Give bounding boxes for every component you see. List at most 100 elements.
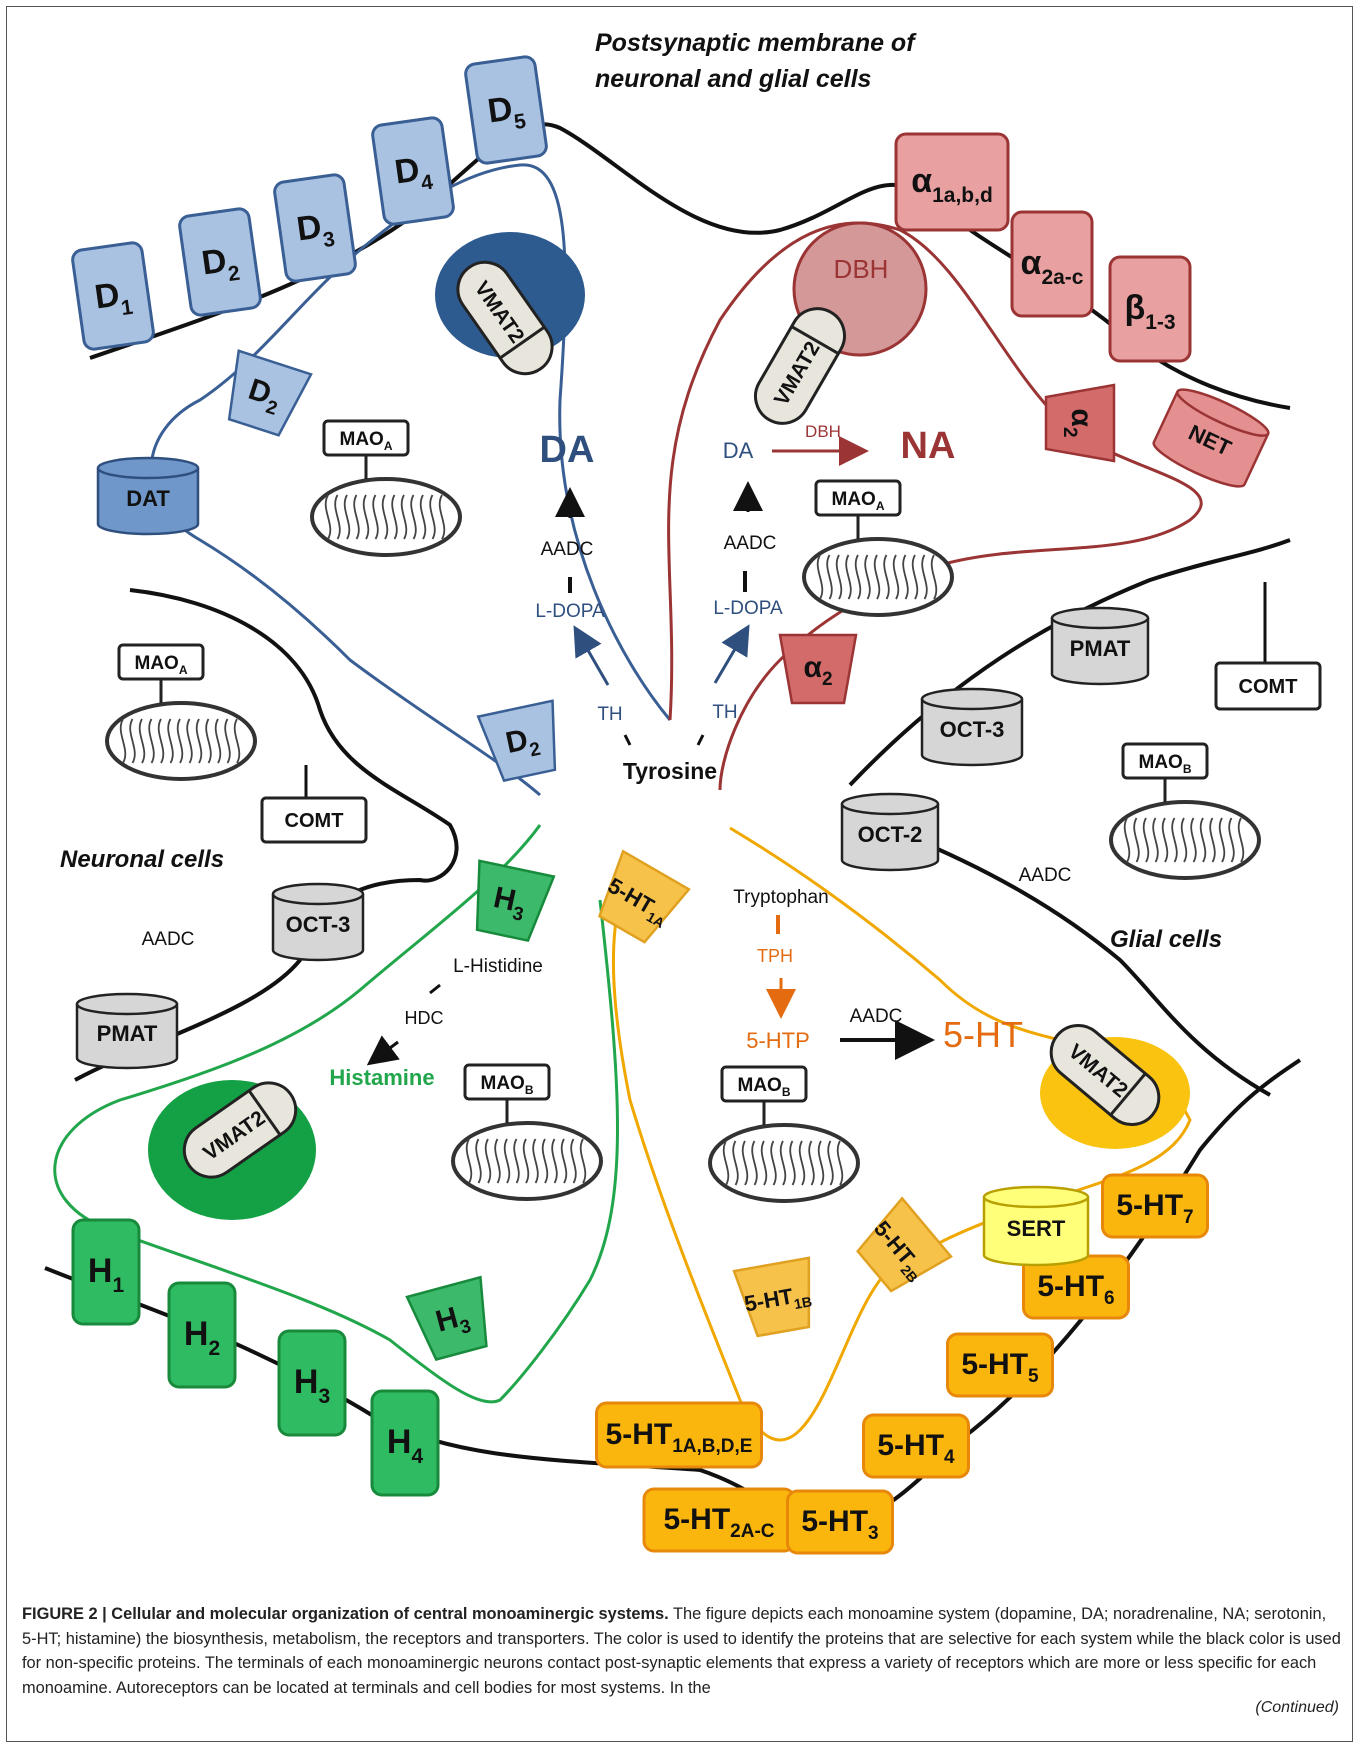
- arrow-th-noradrenaline: [713, 624, 750, 684]
- serotonin-tryptophan: Tryptophan: [733, 887, 828, 908]
- neuronal-aadc: AADC: [142, 929, 195, 950]
- serotonin-mao-b: MAOB: [708, 1065, 860, 1203]
- noradrenaline-receptor-1-label: α1a,b,d: [911, 162, 993, 207]
- serotonin-receptor-3: 5-HT3: [786, 1489, 894, 1555]
- dopamine-receptor-1: D1: [71, 241, 155, 351]
- sert-transporter-label: SERT: [1007, 1216, 1066, 1241]
- dopamine-product-da: DA: [540, 429, 595, 471]
- histamine-receptor-3-label: H3: [294, 1363, 330, 1408]
- dopamine-terminal-outline: [149, 163, 672, 797]
- dopamine-th: TH: [597, 704, 622, 725]
- dopamine-receptor-3: D3: [273, 173, 357, 283]
- dopamine-mao-a-label: MAOA: [340, 429, 393, 453]
- serotonin-receptor-1: 5-HT1A,B,D,E: [595, 1401, 763, 1469]
- noradrenaline-aadc: AADC: [724, 533, 777, 554]
- dopamine-l-dopa: L-DOPA: [535, 601, 605, 622]
- glial-oct2: OCT-2: [840, 792, 940, 872]
- serotonin-autoreceptor-1: 5-HT1A: [597, 849, 691, 944]
- serotonin-receptor-7: 5-HT7: [1101, 1173, 1209, 1239]
- title-line-2: neuronal and glial cells: [595, 65, 872, 93]
- dopamine-autoreceptor-d2-lower: D2: [476, 699, 557, 783]
- noradrenaline-autoreceptor-alpha2-lower-label: α2: [803, 651, 832, 690]
- noradrenaline-autoreceptor-alpha2-upper: α2: [1044, 383, 1116, 463]
- glial-pmat-label: PMAT: [1070, 636, 1131, 661]
- serotonin-receptor-2-label: 5-HT2A-C: [663, 1503, 774, 1542]
- serotonin-receptor-1-label: 5-HT1A,B,D,E: [606, 1418, 753, 1457]
- histamine-autoreceptor-h3-lower: H3: [405, 1275, 488, 1361]
- histamine-receptor-1-label: H1: [88, 1252, 125, 1297]
- dbh-vesicle-label: DBH: [834, 254, 889, 284]
- noradrenaline-substrate-da: DA: [723, 438, 754, 463]
- histamine-l-histidine: L-Histidine: [453, 956, 543, 977]
- histamine-mao-b: MAOB: [451, 1063, 603, 1201]
- noradrenaline-receptor-3: β1-3: [1108, 255, 1192, 363]
- neuronal-mao-a-label: MAOA: [135, 653, 188, 677]
- tyrosine-label: Tyrosine: [623, 758, 717, 784]
- dopamine-receptor-2: D2: [178, 207, 262, 317]
- caption-label: FIGURE 2 | Cellular and molecular organi…: [22, 1605, 669, 1623]
- serotonin-receptor-6: 5-HT6: [1022, 1254, 1130, 1320]
- noradrenaline-th: TH: [712, 702, 737, 723]
- dopamine-receptor-2-label: D2: [199, 240, 241, 290]
- glial-pmat: PMAT: [1050, 606, 1150, 686]
- serotonin-receptor-2: 5-HT2A-C: [642, 1487, 796, 1553]
- serotonin-mao-b-label: MAOB: [738, 1075, 791, 1099]
- dopamine-receptor-4: D4: [371, 116, 455, 226]
- glial-oct3-label: OCT-3: [940, 717, 1005, 742]
- serotonin-receptor-5-label: 5-HT5: [961, 1348, 1039, 1387]
- neuronal-pmat: PMAT: [75, 992, 179, 1070]
- neuronal-mao-a: MAOA: [105, 643, 257, 781]
- noradrenaline-dbh-enzyme: DBH: [805, 422, 841, 441]
- region-neuronal: Neuronal cells: [60, 846, 224, 873]
- noradrenaline-mao-a-label: MAOA: [832, 489, 885, 513]
- dat-transporter-label: DAT: [126, 486, 170, 511]
- noradrenaline-autoreceptor-alpha2-lower: α2: [778, 633, 858, 705]
- serotonin-receptor-4-label: 5-HT4: [877, 1429, 955, 1468]
- arrow-th-dopamine: [573, 625, 610, 686]
- glial-aadc: AADC: [1019, 865, 1072, 886]
- dopamine-receptor-5: D5: [464, 55, 548, 165]
- dopamine-mao-a: MAOA: [310, 419, 462, 557]
- region-glial: Glial cells: [1110, 926, 1222, 953]
- dopamine-autoreceptor-d2-upper: D2: [227, 349, 313, 437]
- histamine-receptor-1: H1: [71, 1218, 141, 1326]
- serotonin-system: 5-HT1A,B,D,E 5-HT2A-C 5-HT3 5-HT4 5-HT5 5-HT6…: [595, 849, 1209, 1555]
- histamine-receptor-4-label: H4: [387, 1423, 424, 1468]
- caption-text: The figure depicts each monoamine system…: [22, 1605, 1341, 1697]
- caption-continued: (Continued): [1255, 1699, 1339, 1716]
- serotonin-receptor-5: 5-HT5: [946, 1332, 1054, 1398]
- histamine-receptor-4: H4: [370, 1389, 440, 1497]
- noradrenaline-receptor-3-label: β1-3: [1124, 289, 1175, 334]
- arrow-hdc-to-histamine: [366, 1035, 400, 1066]
- glial-comt: COMT: [1214, 661, 1322, 711]
- serotonin-tph: TPH: [757, 946, 793, 966]
- neuronal-comt-label: COMT: [285, 810, 344, 832]
- histamine-receptor-2: H2: [167, 1281, 237, 1389]
- serotonin-autoreceptor-3: 5-HT2B: [856, 1196, 953, 1293]
- neuronal-membrane: [74, 588, 459, 1082]
- neuronal-oct3: OCT-3: [271, 882, 365, 962]
- serotonin-receptor-7-label: 5-HT7: [1116, 1189, 1193, 1228]
- title-line-1: Postsynaptic membrane of: [595, 29, 917, 57]
- dopamine-receptor-3-label: D3: [294, 206, 336, 256]
- dopamine-receptor-1-label: D1: [92, 274, 134, 324]
- serotonin-receptor-3-label: 5-HT3: [801, 1505, 878, 1544]
- histamine-terminal-outline: [53, 824, 619, 1404]
- noradrenaline-receptor-2-label: α2a-c: [1021, 244, 1084, 289]
- dat-transporter: DAT: [96, 456, 200, 536]
- dopamine-aadc: AADC: [541, 539, 594, 560]
- histamine-receptor-2-label: H2: [184, 1315, 220, 1360]
- glial-mao-b-label: MAOB: [1139, 752, 1192, 776]
- sert-transporter: SERT: [982, 1185, 1090, 1267]
- glial-oct2-label: OCT-2: [858, 822, 923, 847]
- noradrenaline-l-dopa: L-DOPA: [713, 598, 783, 619]
- neuronal-oct3-label: OCT-3: [286, 912, 351, 937]
- net-transporter: NET: [1152, 388, 1270, 488]
- noradrenaline-receptor-2: α2a-c: [1010, 210, 1094, 318]
- noradrenaline-autoreceptor-alpha2-upper-label: α2: [1059, 408, 1098, 437]
- noradrenaline-vmat2: VMAT2: [754, 307, 846, 425]
- serotonin-aadc: AADC: [850, 1006, 903, 1027]
- glial-comt-label: COMT: [1239, 676, 1298, 698]
